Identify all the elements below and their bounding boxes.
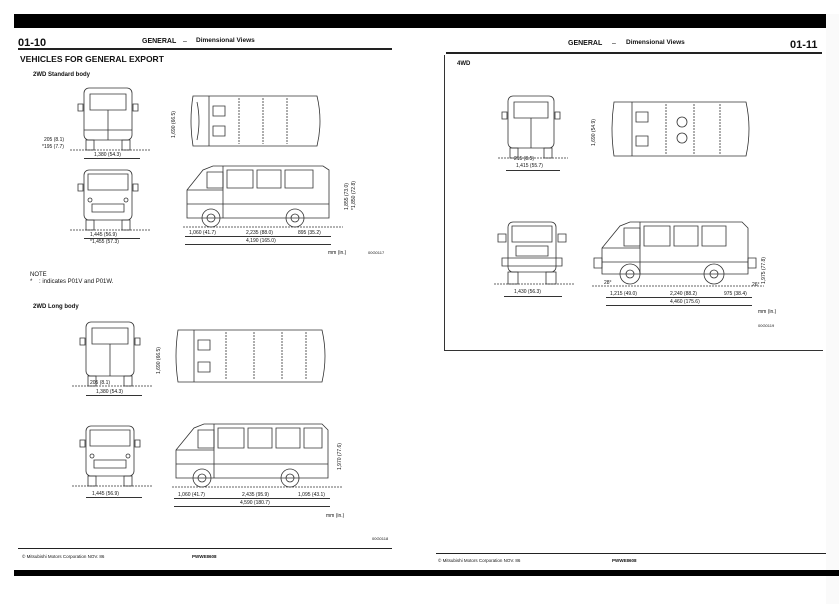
long-height-label: 1,690 (66.5) [156, 347, 162, 374]
standard-length-label: 4,190 (165.0) [246, 238, 276, 244]
left-section-dash: – [183, 38, 187, 45]
standard-height-label: 1,690 (66.5) [171, 111, 177, 138]
standard-front-track-line [84, 238, 140, 239]
note-text: : indicates P01V and P01W. [39, 279, 114, 285]
long-top-view-drawing [172, 326, 332, 386]
standard-rear-view-drawing [70, 86, 150, 156]
long-rear-view-drawing [72, 320, 152, 390]
long-rear-track-line [86, 395, 142, 396]
right-page-number: 01-11 [790, 39, 818, 51]
fwd-length-label: 4,460 (175.6) [670, 299, 700, 305]
standard-front-overhang-label: 1,060 (41.7) [189, 230, 216, 236]
right-section-title: GENERAL [568, 40, 603, 47]
fwd-clearance-label: 215 (8.5) [514, 156, 535, 162]
standard-figure-code: 00G0117 [368, 250, 385, 255]
long-clearance-label: 205 (8.1) [90, 380, 111, 386]
long-figure-code: 00G0118 [372, 536, 389, 541]
left-header-rule [18, 48, 392, 50]
fwd-rear-track-label: 1,415 (55.7) [516, 163, 543, 169]
bottom-scan-border [14, 570, 839, 576]
right-footer-rule [436, 553, 826, 554]
left-page-number: 01-10 [18, 37, 47, 49]
standard-wheelbase-label: 2,235 (88.0) [246, 230, 273, 236]
long-rear-track-label: 1,380 (54.3) [96, 389, 123, 395]
right-footer-code: PWWE8608 [612, 558, 637, 563]
fwd-front-track-line [504, 296, 562, 297]
standard-front-view-drawing [70, 168, 150, 236]
fwd-departure-angle-label: 26° [752, 282, 760, 288]
right-figure-frame [444, 55, 823, 351]
long-front-view-drawing [72, 424, 152, 492]
standard-dimension-line [185, 236, 331, 237]
long-units-label: mm (in.) [326, 513, 345, 519]
standard-units-label: mm (in.) [328, 250, 347, 256]
right-section-dash: – [612, 40, 616, 47]
left-subsection-title: Dimensional Views [196, 37, 255, 44]
standard-body-title: 2WD Standard body [33, 72, 91, 78]
standard-length-line [185, 244, 331, 245]
fwd-units-label: mm (in.) [758, 309, 777, 315]
fwd-title: 4WD [457, 61, 471, 67]
standard-front-track-label: 1,445 (56.9) [90, 232, 117, 238]
long-side-height-label: 1,970 (77.6) [337, 443, 343, 470]
right-scan-border [826, 14, 839, 604]
left-page-heading: VEHICLES FOR GENERAL EXPORT [20, 54, 164, 64]
standard-rear-track-label: 1,380 (54.3) [94, 152, 121, 158]
right-subsection-title: Dimensional Views [626, 39, 685, 46]
left-footer-code: PWWE8608 [192, 554, 217, 559]
standard-side-height-a-label: 1,855 (73.0) [344, 183, 350, 210]
long-front-track-line [86, 497, 142, 498]
standard-rear-track-line [84, 158, 140, 159]
fwd-front-overhang-label: 1,215 (49.0) [610, 291, 637, 297]
long-length-label: 4,590 (180.7) [240, 500, 270, 506]
right-footer-copyright: © Mitsubishi Motors Corporation NOV. 86 [438, 558, 521, 563]
fwd-side-height-label: 1,975 (77.8) [761, 257, 767, 284]
right-header-rule [446, 52, 822, 54]
fwd-front-track-label: 1,430 (56.3) [514, 289, 541, 295]
fwd-wheelbase-label: 2,240 (88.2) [670, 291, 697, 297]
note-asterisk: * [30, 279, 33, 285]
left-section-title: GENERAL [142, 38, 177, 45]
long-front-overhang-label: 1,060 (41.7) [178, 492, 205, 498]
fwd-dimension-line [606, 297, 752, 298]
top-scan-border [14, 14, 839, 28]
standard-clearance-a-label: 205 (8.1) [44, 137, 65, 143]
long-side-view-drawing [172, 420, 342, 492]
fwd-approach-angle-label: 28° [604, 280, 612, 286]
left-footer-rule [18, 548, 392, 549]
fwd-front-view-drawing [494, 220, 574, 290]
standard-clearance-b-label: *195 (7.7) [42, 144, 64, 150]
fwd-figure-code: 00G0119 [758, 323, 775, 328]
long-length-line [174, 506, 330, 507]
fwd-rear-track-line [506, 170, 560, 171]
fwd-side-view-drawing [592, 216, 764, 292]
standard-width-label: *1,455 (57.3) [90, 239, 119, 245]
long-wheelbase-label: 2,435 (95.9) [242, 492, 269, 498]
fwd-top-view-drawing [608, 98, 758, 160]
fwd-height-label: 1,690 (54.9) [591, 119, 597, 146]
fwd-rear-view-drawing [498, 94, 568, 164]
long-rear-overhang-label: 1,095 (43.1) [298, 492, 325, 498]
left-footer-copyright: © Mitsubishi Motors Corporation NOV. 86 [22, 554, 105, 559]
fwd-length-line [606, 305, 752, 306]
fwd-rear-overhang-label: 975 (38.4) [724, 291, 747, 297]
standard-top-view-drawing [187, 90, 327, 152]
long-front-track-label: 1,445 (56.9) [92, 491, 119, 497]
standard-side-height-b-label: *1,850 (72.8) [351, 181, 357, 210]
long-body-title: 2WD Long body [33, 304, 79, 310]
standard-rear-overhang-label: 895 (35.2) [298, 230, 321, 236]
note-title: NOTE [30, 272, 47, 278]
standard-side-view-drawing [183, 160, 343, 232]
long-dimension-line [174, 498, 330, 499]
